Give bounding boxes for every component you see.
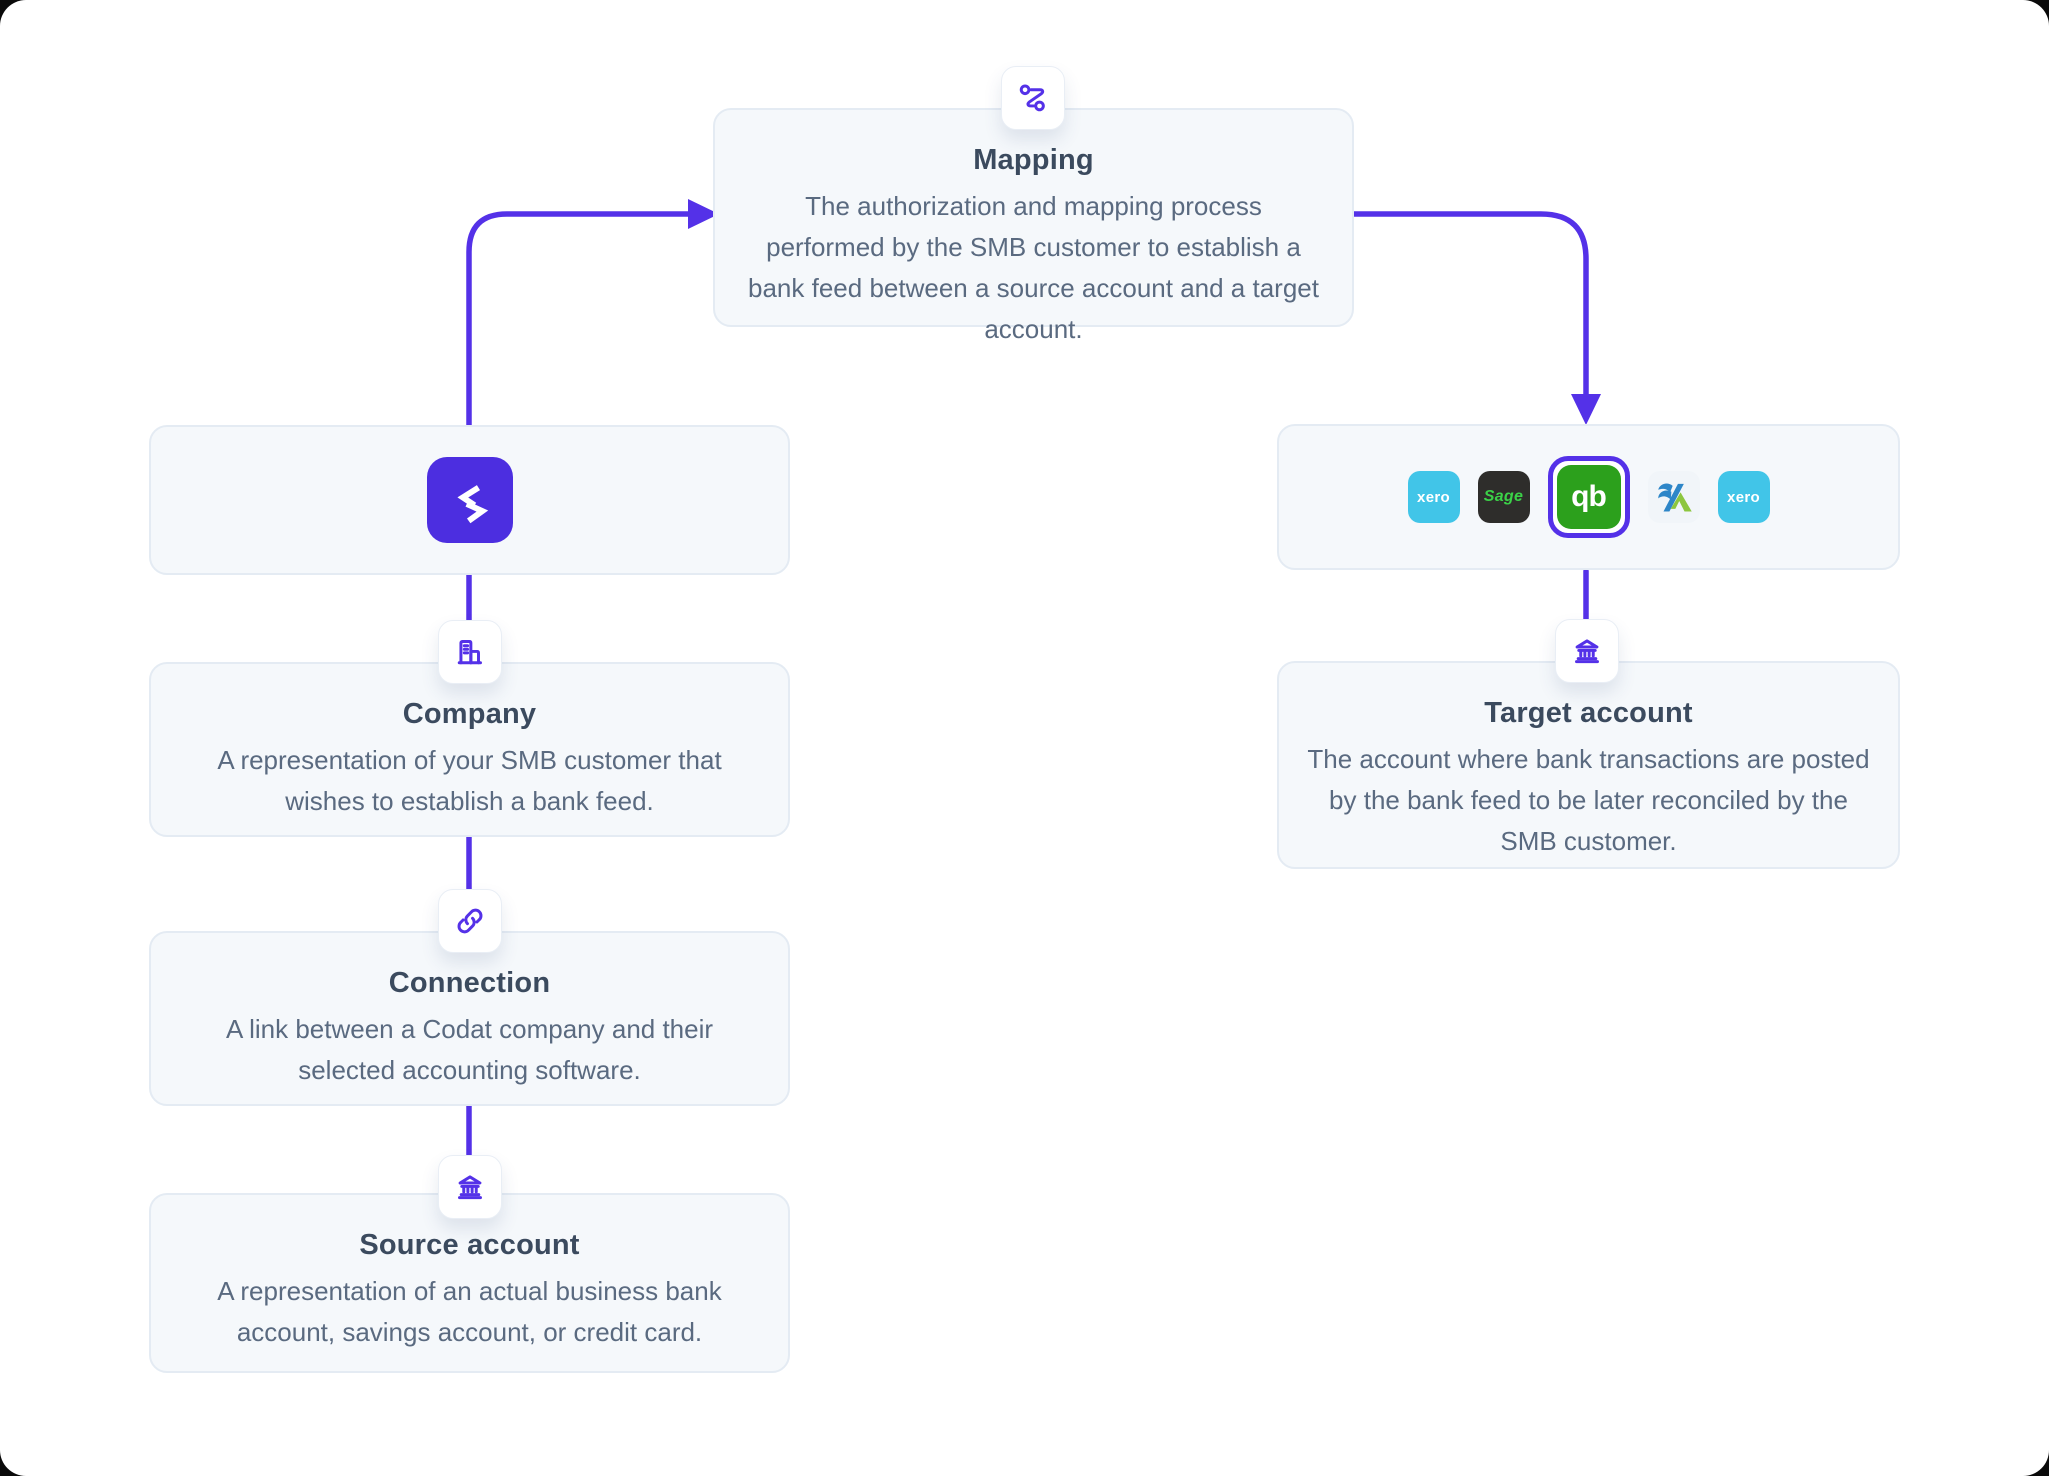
arrow-mapping-to-integrations	[1351, 211, 1589, 399]
mapping-description: The authorization and mapping process pe…	[748, 191, 1319, 344]
connection-title: Connection	[388, 967, 551, 999]
connection-description: A link between a Codat company and their…	[225, 1014, 714, 1085]
logo-xero[interactable]: xero	[1407, 471, 1460, 523]
source-account-card: Source account A representation of an ac…	[149, 1193, 790, 1373]
target-account-title: Target account	[1484, 697, 1693, 729]
mapping-card: Mapping The authorization and mapping pr…	[713, 108, 1354, 344]
company-description: A representation of your SMB customer th…	[217, 745, 722, 816]
source-account-title: Source account	[359, 1229, 580, 1261]
link-icon	[438, 889, 502, 953]
arrowhead-down	[1571, 394, 1601, 425]
arrow-codat-to-mapping	[466, 211, 693, 428]
route-icon	[1001, 66, 1065, 130]
logo-quickbooks[interactable]: qb	[1547, 456, 1630, 538]
connection-card: Connection A link between a Codat compan…	[149, 931, 790, 1106]
target-account-card: Target account The account where bank tr…	[1277, 661, 1900, 869]
building-icon	[438, 620, 502, 684]
codat-logo	[426, 457, 513, 543]
bank-icon	[1555, 619, 1619, 683]
xero-logo-tile: xero	[1717, 471, 1770, 523]
bank-icon	[438, 1155, 502, 1219]
company-card: Company A representation of your SMB cus…	[149, 662, 790, 837]
xero-logo-tile: xero	[1407, 471, 1460, 523]
source-account-description: A representation of an actual business b…	[217, 1276, 722, 1347]
target-account-description: The account where bank transactions are …	[1307, 744, 1870, 856]
codat-card	[149, 425, 790, 575]
logo-xero[interactable]: xero	[1717, 471, 1770, 523]
company-title: Company	[402, 698, 537, 730]
logo-freeagent[interactable]	[1647, 471, 1700, 523]
quickbooks-logo-tile: qb	[1556, 465, 1621, 529]
mapping-title: Mapping	[973, 144, 1094, 176]
sage-logo-tile: Sage	[1477, 471, 1530, 523]
logo-sage[interactable]: Sage	[1477, 471, 1530, 523]
freeagent-logo-tile	[1647, 471, 1700, 523]
